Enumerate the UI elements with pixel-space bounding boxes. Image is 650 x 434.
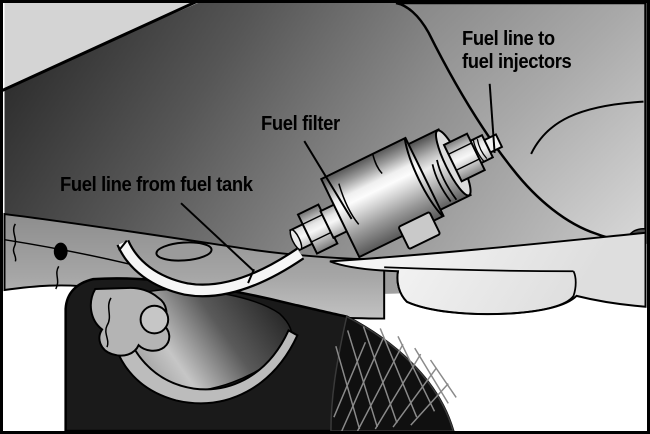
fuel-line-tick-1 <box>118 240 128 252</box>
suspension-arm <box>89 286 171 357</box>
filter-outlet-hex-bevels <box>448 142 480 171</box>
filter-inlet-tip <box>289 229 303 251</box>
illustration-canvas <box>3 3 647 431</box>
bolt-dot <box>53 242 68 261</box>
pointer-fuel-line-to-injectors <box>488 83 496 153</box>
filter-body-seams <box>338 153 383 225</box>
tread-hatch-a <box>335 326 457 430</box>
suspension-squiggle <box>105 297 112 348</box>
filter-nipple-rings <box>472 139 488 162</box>
wheel-assembly <box>64 277 457 431</box>
panel-squiggle-lower <box>55 265 60 290</box>
fuel-filter <box>288 128 504 259</box>
fuel-line-fill <box>118 240 303 296</box>
rocker-pinch-line <box>384 266 574 273</box>
filter-inlet-hex-bevels <box>302 213 333 243</box>
tread-hatch-b <box>333 337 449 431</box>
body-panel-edge-line <box>3 3 198 92</box>
fuel-line-tube <box>116 239 305 298</box>
pointer-fuel-line-from-tank <box>180 202 255 272</box>
pointer-fuel-filter <box>303 140 353 220</box>
filter-outlet-hex <box>442 132 487 183</box>
filter-shoulder-ring <box>403 138 444 217</box>
access-hole <box>155 241 213 262</box>
ball-joint <box>139 304 170 335</box>
rocker-panel <box>329 231 647 316</box>
filter-cap-grooves <box>431 159 458 203</box>
panel-squiggle-left <box>12 223 17 262</box>
rocker-tab-outline <box>396 270 577 316</box>
wheel-rim <box>109 311 299 405</box>
filter-bracket <box>398 211 441 250</box>
fender-accent-line <box>530 100 644 155</box>
